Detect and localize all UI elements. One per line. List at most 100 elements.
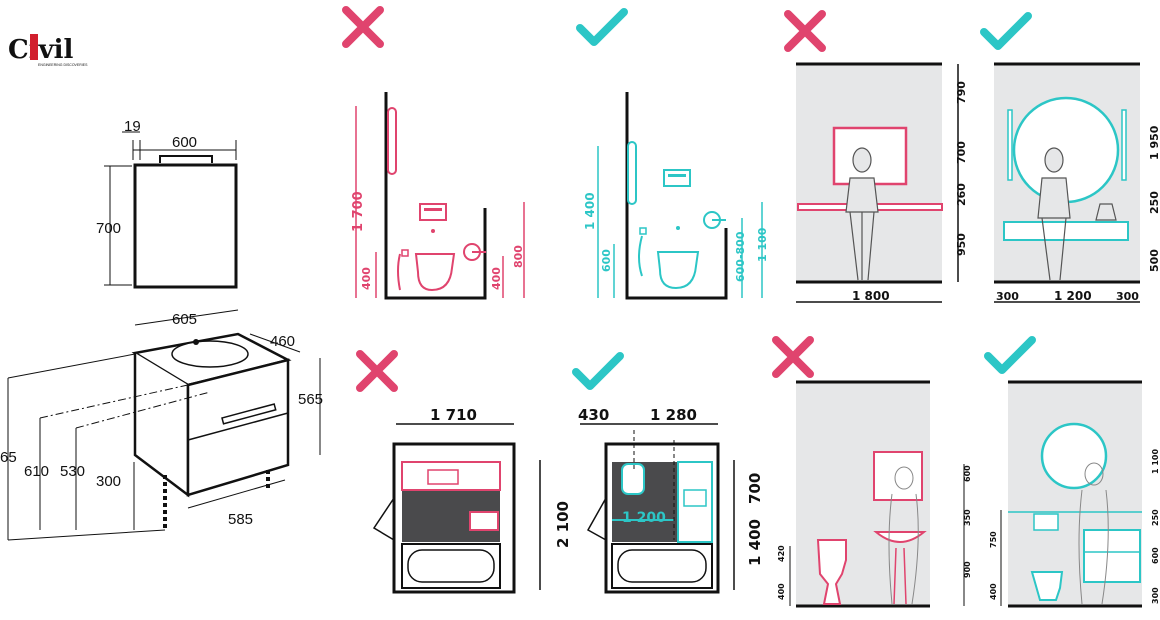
- toilet: [656, 251, 700, 290]
- dim-600-800: 600-800: [734, 231, 747, 282]
- dim-790: 790: [955, 81, 968, 104]
- person: [845, 147, 879, 281]
- dim-1100: 1 100: [1151, 449, 1160, 474]
- dim-300b: 300: [1116, 290, 1139, 303]
- dim-700: 700: [746, 473, 764, 504]
- wash-basin: [873, 531, 927, 543]
- flush-plate: [1033, 513, 1059, 531]
- flush-plate: [663, 169, 691, 187]
- logo-tower-icon: [30, 34, 38, 60]
- round-mirror: [1040, 422, 1108, 490]
- dim-600: 600: [963, 465, 972, 482]
- person: [1078, 462, 1109, 605]
- mirror-panel: [133, 163, 238, 289]
- cross-icon: [360, 354, 394, 388]
- dim-65: 65: [0, 449, 17, 466]
- dim-420: 420: [777, 545, 786, 562]
- dim-585: 585: [228, 511, 253, 528]
- dim-460: 460: [270, 333, 295, 350]
- door-swing: [372, 497, 395, 541]
- dim-1400: 1 400: [583, 192, 597, 230]
- dim-250: 250: [1148, 191, 1160, 214]
- elevation-good: 1 100 250 600 300 750 400: [989, 380, 1160, 608]
- elevation-bad: 600 350 900 420 400: [777, 380, 972, 608]
- vanity-drawing: 605 460 565 585 65 610 530 300: [0, 309, 323, 541]
- bathtub: [611, 543, 713, 589]
- dim-400b: 400: [490, 267, 503, 290]
- vanity-unit: [1083, 529, 1141, 583]
- grab-bar: [387, 107, 397, 175]
- wc: [621, 463, 645, 495]
- logo: Civil ENGINEERING DISCOVERIES: [8, 34, 88, 67]
- shower-area: [677, 461, 713, 543]
- dim-350: 350: [963, 509, 972, 526]
- toilet: [414, 253, 456, 292]
- plan-good: 430 1 280 1 200 700 1 400: [578, 406, 764, 594]
- dim-400a: 400: [360, 267, 373, 290]
- check-icon: [988, 340, 1032, 370]
- cross-icon: [346, 10, 380, 44]
- dim-400: 400: [989, 583, 998, 600]
- drawer-handle: [221, 403, 277, 425]
- dim-600: 600: [1151, 547, 1160, 564]
- dim-700: 700: [955, 141, 968, 164]
- person: [1037, 147, 1117, 281]
- logo-subtext: ENGINEERING DISCOVERIES: [38, 63, 88, 67]
- counter-basin: [401, 461, 501, 491]
- dim-430: 430: [578, 406, 609, 424]
- faucet-icon: [193, 339, 199, 345]
- mirror-lamp: [159, 155, 213, 163]
- dim-1200: 1 200: [622, 510, 666, 526]
- wall-hung-toilet: [1030, 571, 1064, 601]
- dim-250: 250: [1151, 509, 1160, 526]
- dim-2100: 2 100: [554, 501, 572, 548]
- flush-plate: [419, 203, 447, 221]
- dim-260: 260: [955, 183, 968, 206]
- panel-vanity-bad: 790 700 260 950 1 800: [796, 62, 968, 303]
- dim-950: 950: [955, 233, 968, 256]
- dim-900: 900: [963, 561, 972, 578]
- cross-icon: [788, 14, 822, 48]
- dim-530: 530: [60, 463, 85, 480]
- check-icon: [984, 16, 1028, 46]
- panel-wc-bad: 1 700 400 400 800: [351, 92, 525, 300]
- logo-text: Civil: [8, 35, 74, 65]
- floating-vanity: [1003, 221, 1129, 241]
- basin: [171, 340, 249, 368]
- person: [888, 466, 919, 605]
- dim-19: 19: [124, 118, 141, 135]
- dim-605: 605: [172, 311, 197, 328]
- dim-1100: 1 100: [756, 227, 769, 262]
- dim-300: 300: [96, 473, 121, 490]
- door-swing: [586, 497, 607, 541]
- dim-565: 565: [298, 391, 323, 408]
- panel-wc-good: 1 400 600 600-800 1 100: [583, 92, 769, 300]
- dim-300: 300: [1151, 587, 1160, 604]
- dim-1200: 1 200: [1054, 289, 1092, 303]
- dim-500: 500: [1148, 249, 1160, 272]
- plan-bad: 1 710 2 100: [372, 406, 572, 594]
- check-icon: [576, 356, 620, 386]
- dim-1280: 1 280: [650, 406, 697, 424]
- dim-1950: 1 950: [1148, 125, 1160, 160]
- dim-610: 610: [24, 463, 49, 480]
- dim-800: 800: [512, 245, 525, 268]
- toilet: [816, 539, 847, 605]
- wc: [469, 511, 499, 531]
- dim-300a: 300: [996, 290, 1019, 303]
- dim-1700: 1 700: [351, 191, 366, 232]
- mirror-cabinet-drawing: 19 600 700: [96, 118, 238, 289]
- dim-600: 600: [600, 249, 613, 272]
- bathtub: [401, 543, 501, 589]
- grab-bar: [627, 141, 637, 205]
- dim-1710: 1 710: [430, 406, 477, 424]
- dim-600: 600: [172, 134, 197, 151]
- dim-750: 750: [989, 531, 998, 548]
- dim-700: 700: [96, 220, 121, 237]
- vanity-front: [186, 358, 290, 497]
- panel-vanity-good: 1 950 250 500 300 1 200 300: [994, 62, 1160, 303]
- mirror: [873, 451, 923, 501]
- check-icon: [580, 12, 624, 42]
- dim-400: 400: [777, 583, 786, 600]
